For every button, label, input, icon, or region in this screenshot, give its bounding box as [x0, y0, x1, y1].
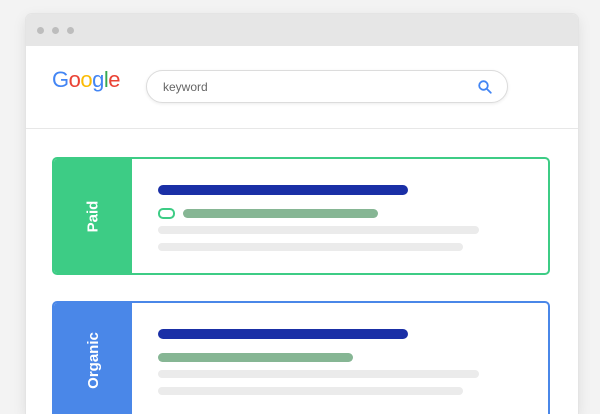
logo-letter: o — [68, 67, 81, 92]
browser-window: Google Paid Organic — [26, 14, 578, 414]
paid-result-card[interactable]: Paid — [52, 157, 550, 275]
result-snippet-line — [158, 387, 463, 395]
result-snippet-line — [158, 370, 479, 378]
search-box[interactable] — [146, 70, 508, 103]
google-logo[interactable]: Google — [52, 67, 121, 93]
logo-letter: l — [103, 67, 109, 92]
window-control-dot[interactable] — [52, 26, 59, 34]
logo-letter: e — [108, 67, 121, 92]
result-snippet-line — [158, 243, 463, 251]
browser-titlebar — [26, 14, 578, 46]
logo-letter: o — [80, 67, 93, 92]
result-title-line[interactable] — [158, 329, 408, 339]
result-type-label: Paid — [54, 159, 132, 273]
search-icon[interactable] — [477, 79, 493, 95]
search-header: Google — [26, 46, 578, 129]
logo-letter: g — [92, 67, 104, 92]
organic-result-card[interactable]: Organic — [52, 301, 550, 414]
search-input[interactable] — [163, 78, 463, 96]
result-type-text: Paid — [84, 200, 102, 232]
result-type-text: Organic — [84, 331, 102, 389]
result-title-line[interactable] — [158, 185, 408, 195]
window-control-dot[interactable] — [67, 26, 74, 34]
ad-badge — [158, 208, 175, 219]
result-type-label: Organic — [54, 303, 132, 414]
result-url-line — [158, 353, 353, 362]
result-url-line — [183, 209, 378, 218]
window-control-dot[interactable] — [37, 26, 44, 34]
logo-letter: G — [52, 67, 69, 92]
result-snippet-line — [158, 226, 479, 234]
